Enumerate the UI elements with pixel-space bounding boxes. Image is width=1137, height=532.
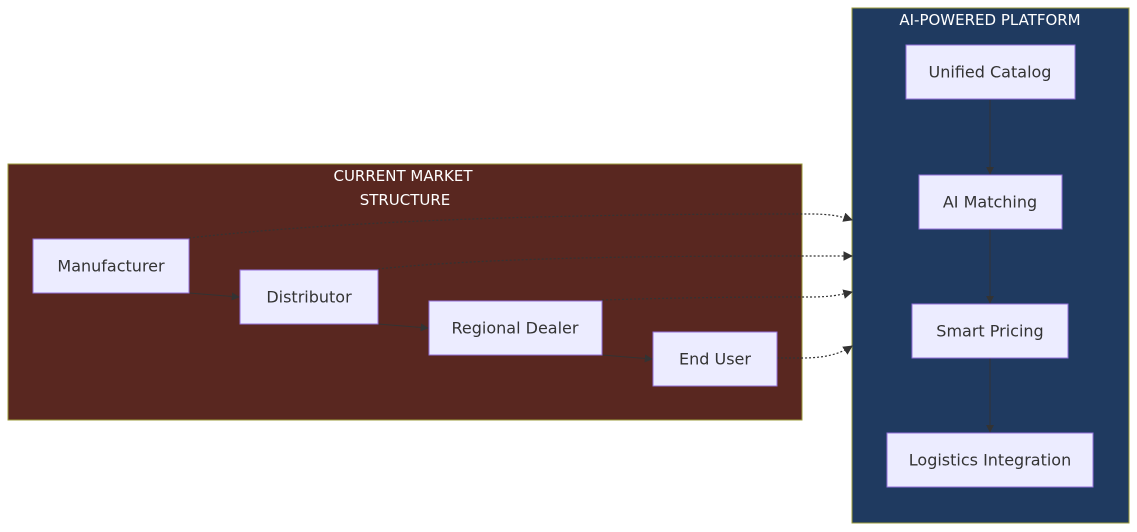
node-unified-catalog-box[interactable] (905, 44, 1076, 100)
node-unified-catalog[interactable]: Unified Catalog (905, 44, 1076, 100)
node-ai-matching-label: AI Matching (943, 193, 1037, 212)
node-ai-matching[interactable]: AI Matching (918, 174, 1063, 230)
node-regional-dealer-box[interactable] (428, 300, 603, 356)
market-edges (188, 292, 653, 363)
edge-regional-dealer-platform (601, 289, 853, 301)
node-end-user[interactable]: End User (652, 331, 778, 387)
edge-end-user-platform (777, 345, 853, 359)
cluster-current-market-title-line1: CURRENT MARKET (333, 167, 473, 185)
node-manufacturer-box[interactable] (32, 238, 190, 294)
cross-edges (188, 212, 853, 359)
edge-regional-dealer-end-user (601, 354, 653, 363)
node-smart-pricing[interactable]: Smart Pricing (911, 303, 1069, 359)
edge-manufacturer-platform (188, 212, 853, 239)
node-distributor-label: Distributor (266, 288, 352, 307)
node-distributor[interactable]: Distributor (239, 269, 379, 325)
node-unified-catalog-label: Unified Catalog (929, 63, 1052, 82)
node-regional-dealer-label: Regional Dealer (452, 319, 579, 338)
node-distributor-box[interactable] (239, 269, 379, 325)
node-regional-dealer[interactable]: Regional Dealer (428, 300, 603, 356)
edge-manufacturer-distributor (188, 292, 240, 301)
cluster-current-market-title-line2: STRUCTURE (360, 191, 451, 209)
node-manufacturer-label: Manufacturer (57, 257, 165, 276)
node-end-user-box[interactable] (652, 331, 778, 387)
edge-distributor-regional-dealer (377, 323, 429, 332)
node-ai-matching-box[interactable] (918, 174, 1063, 230)
node-smart-pricing-label: Smart Pricing (936, 322, 1043, 341)
node-logistics-integration[interactable]: Logistics Integration (886, 432, 1094, 488)
node-smart-pricing-box[interactable] (911, 303, 1069, 359)
node-end-user-label: End User (679, 350, 751, 369)
node-logistics-integration-box[interactable] (886, 432, 1094, 488)
edge-distributor-platform (377, 251, 853, 270)
cluster-ai-platform-title: AI-POWERED PLATFORM (899, 11, 1080, 29)
node-logistics-integration-label: Logistics Integration (909, 451, 1071, 470)
node-manufacturer[interactable]: Manufacturer (32, 238, 190, 294)
